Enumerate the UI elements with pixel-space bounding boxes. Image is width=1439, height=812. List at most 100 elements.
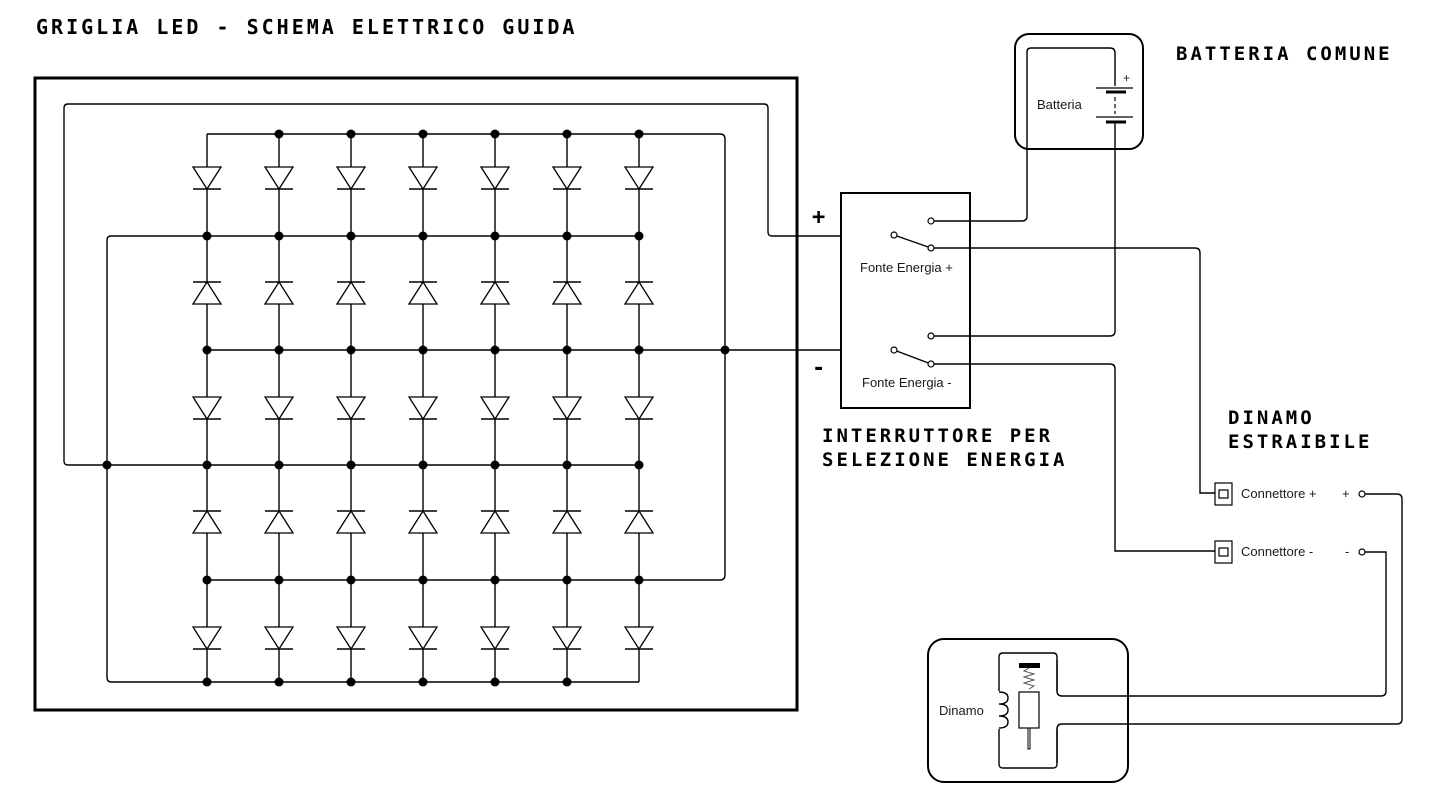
switch-minus-common-terminal [890,346,898,354]
energy-switch[interactable]: Fonte Energia + Fonte Energia - [840,192,971,409]
junction-node [490,460,500,470]
junction-node [562,575,572,585]
junction-node [346,677,356,687]
junction-node [274,677,284,687]
dynamo-plunger [1027,727,1031,750]
led [335,509,367,534]
junction-node [346,231,356,241]
junction-node [418,231,428,241]
led [623,166,655,191]
led-triangle [335,626,367,651]
led-triangle [479,280,511,305]
led-board-frame [33,76,799,712]
led-triangle [263,509,295,534]
led [263,509,295,534]
switch-plus-dynamo-terminal [927,244,935,252]
switch-lever-minus[interactable] [893,349,932,365]
dynamo-label: Dinamo [939,703,984,718]
led-triangle [335,280,367,305]
battery-enclosure [1014,33,1144,150]
connector-positive-wire [934,247,1215,494]
junction-node [202,345,212,355]
switch-lever-plus[interactable] [893,234,932,249]
connector-plus[interactable]: Connettore + + [1214,482,1366,506]
junction-node [346,460,356,470]
connector-minus-label: Connettore - [1241,544,1313,559]
switch-minus-label: Fonte Energia - [862,375,952,390]
dynamo-coil-icon [998,691,1009,729]
led [335,166,367,191]
junction-node [418,345,428,355]
connector-negative-wire [934,363,1215,552]
dynamo-title-line1: DINAMO [1228,407,1315,429]
switch-box [840,192,971,409]
led-triangle [191,509,223,534]
junction-node [720,345,730,355]
junction-node [562,460,572,470]
led [623,509,655,534]
connector-plus-label: Connettore + [1241,486,1317,501]
switch-plus-common-terminal [890,231,898,239]
led-triangle [623,280,655,305]
battery-plus-sign: + [1123,71,1130,85]
led-triangle [623,166,655,191]
junction-node [562,231,572,241]
led-triangle [407,626,439,651]
connector-minus-terminal [1358,548,1366,556]
led-triangle [335,509,367,534]
positive-feed-wire [63,103,893,466]
connector-minus[interactable]: Connettore - - [1214,540,1366,564]
led [191,626,223,651]
minus-sign-label: - [812,356,828,381]
led-triangle [551,626,583,651]
led [407,626,439,651]
led-triangle [479,509,511,534]
led [191,166,223,191]
battery-negative-wire [934,122,1116,337]
led [407,280,439,305]
dynamo-wire-positive [1056,493,1403,763]
dynamo-spring-icon [1022,667,1036,690]
junction-node [562,129,572,139]
led [407,166,439,191]
junction-node [490,677,500,687]
junction-node [346,129,356,139]
led-triangle [191,280,223,305]
led-triangle [263,166,295,191]
led-triangle [407,509,439,534]
junction-node [202,460,212,470]
led-triangle [407,166,439,191]
connector-plus-sign: + [1342,486,1350,501]
led [263,396,295,421]
led-triangle [551,166,583,191]
led-triangle [263,280,295,305]
switch-plus-battery-terminal [927,217,935,225]
led [479,626,511,651]
led [551,280,583,305]
plus-sign-label: + [812,205,828,230]
switch-plus-label: Fonte Energia + [860,260,953,275]
led-triangle [191,166,223,191]
dynamo-housing [998,652,1058,769]
led [623,280,655,305]
led [191,509,223,534]
led [263,166,295,191]
led-triangle [479,626,511,651]
led [623,626,655,651]
battery-unit: + Batteria [1014,33,1144,150]
led [407,396,439,421]
connector-minus-sign: - [1345,544,1349,559]
led [479,166,511,191]
junction-node [562,345,572,355]
switch-title-line1: INTERRUTTORE PER [822,425,1053,447]
junction-node [102,460,112,470]
led [623,396,655,421]
dynamo-cap [1019,663,1040,668]
led [551,626,583,651]
led [263,280,295,305]
led-triangle [335,396,367,421]
positive-loop-wire [106,235,639,683]
dynamo-title-line2: ESTRAIBILE [1228,431,1372,453]
junction-node [274,129,284,139]
